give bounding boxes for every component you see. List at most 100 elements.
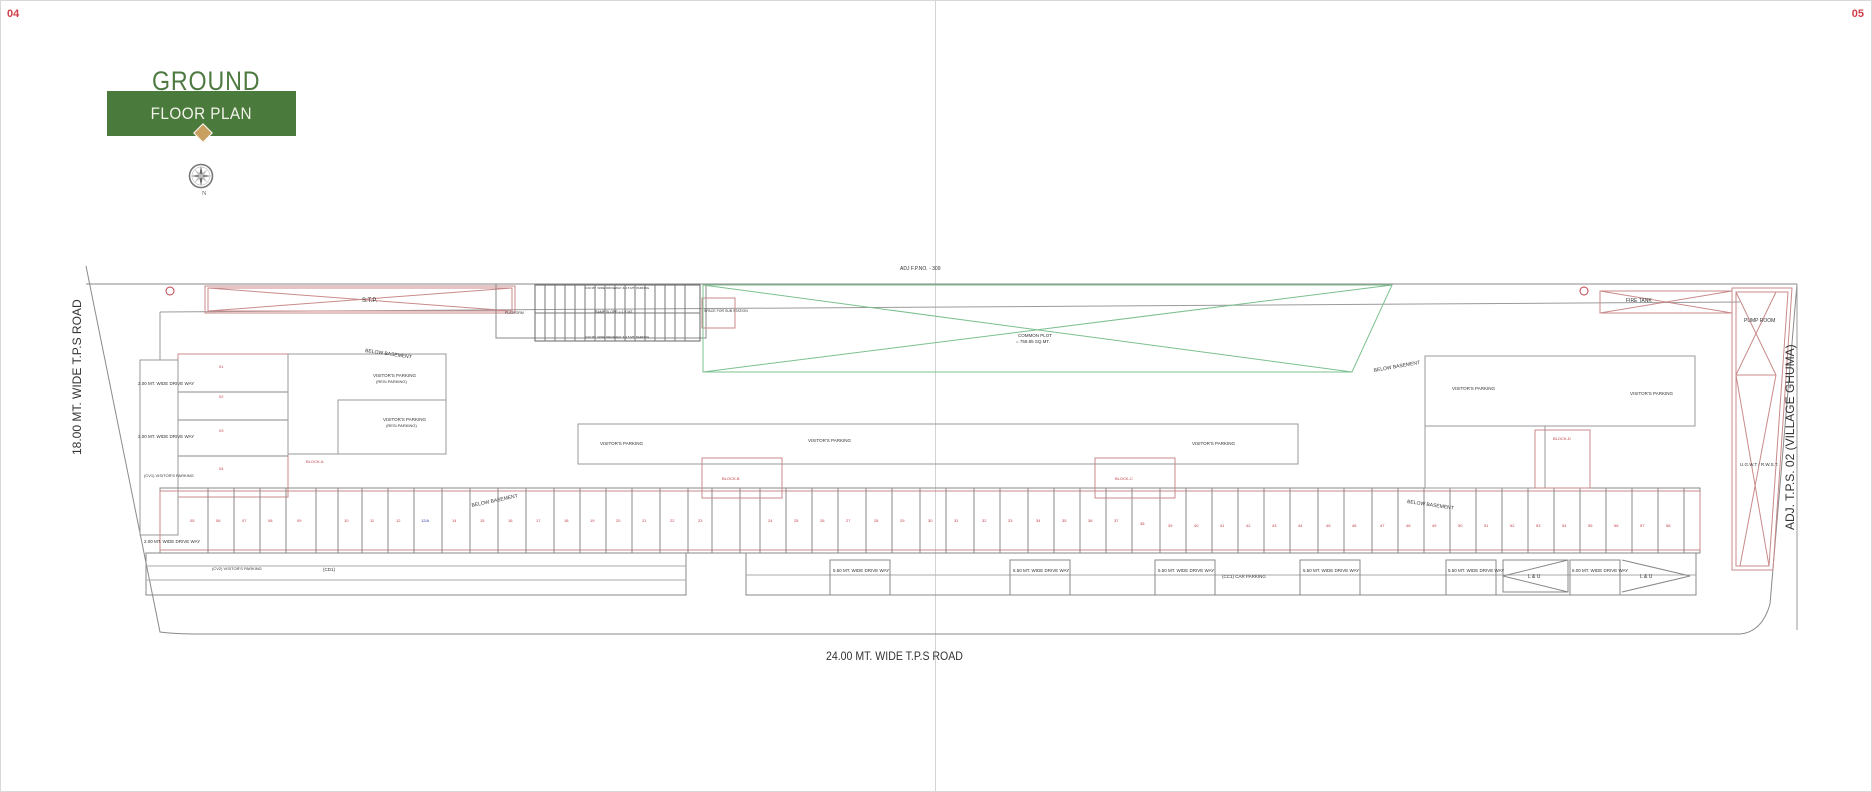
unit-01: 01 <box>219 364 224 369</box>
shop-33: 33 <box>1008 518 1013 523</box>
block-a-label: BLOCK-A <box>306 459 324 464</box>
cv2-visitors-label: (CV2) VISITOR'S PARKING <box>212 566 262 571</box>
shop-47: 47 <box>1380 523 1385 528</box>
visitors-parking-label-v9: VISITOR'S PARKING <box>1192 441 1235 446</box>
block-b-label: BLOCK-B <box>722 476 740 481</box>
common-plot-label: COMMON PLOT <box>1018 333 1052 338</box>
bottom-road-label: 24.00 MT. WIDE T.P.S ROAD <box>826 649 963 663</box>
l-and-u-label-2: L & U <box>1640 574 1653 580</box>
shop-32: 32 <box>982 518 987 523</box>
title-floor-plan: FLOOR PLAN <box>150 103 253 123</box>
visitors-parking-label-v3: VISITOR'S PARKING <box>383 417 426 422</box>
unit-03: 03 <box>219 428 224 433</box>
resi-parking-label-1: (RESI.PARKING) <box>376 379 407 384</box>
shop-30: 30 <box>928 518 933 523</box>
shop-12a: 12/A <box>421 518 430 523</box>
platform-label: PLATFORM <box>505 311 524 315</box>
shop-41: 41 <box>1220 523 1225 528</box>
shop-39: 39 <box>1168 523 1173 528</box>
shop-53: 53 <box>1536 523 1541 528</box>
shop-49: 49 <box>1432 523 1437 528</box>
shop-56: 56 <box>1614 523 1619 528</box>
car-parking-label: (CC1) CAR PARKING <box>1222 574 1266 579</box>
drive-way-label-2: 2.00 MT. WIDE DRIVE WAY <box>138 434 194 439</box>
shop-07: 07 <box>242 518 247 523</box>
shop-45: 45 <box>1326 523 1331 528</box>
block-c-label: BLOCK-C <box>1115 476 1133 481</box>
cv1-visitors-label: (CV1) VISITOR'S PARKING <box>144 473 194 478</box>
stp-label: S.T.P. <box>362 298 378 304</box>
shop-21: 21 <box>642 518 647 523</box>
drive-way-5-5-label-3: 5.50 MT. WIDE DRIVE WAY <box>1158 568 1214 573</box>
below-basement-label-3: BELOW BASEMENT <box>471 493 518 509</box>
ramp-slope-label: RAMP SLOPE = 1:7 MT. <box>595 310 633 314</box>
below-basement-label-1: BELOW BASEMENT <box>365 348 412 360</box>
shop-43: 43 <box>1272 523 1277 528</box>
drive-way-label-3: 2.00 MT. WIDE DRIVE WAY <box>144 539 200 544</box>
visitors-parking-label-v10: VISITOR'S PARKING <box>1452 386 1495 391</box>
shop-26: 26 <box>820 518 825 523</box>
ramp-top-label: 3.00 MT. WIDE DRIVEWAY & 3.5 MT. PARKING <box>585 286 650 290</box>
shop-35: 35 <box>1062 518 1067 523</box>
shop-10: 10 <box>344 518 349 523</box>
right-road-label: ADJ. T.P.S. 02 (VILLAGE GHUMA) <box>1783 344 1797 530</box>
common-plot-area: = 759.85 SQ.MT. <box>1016 339 1050 344</box>
shop-50: 50 <box>1458 523 1463 528</box>
ramp-bottom-label: 3.00 MT. WIDE DRIVEWAY & 3.5 MT. PARKING <box>585 335 650 339</box>
shop-19: 19 <box>590 518 595 523</box>
unit-02: 02 <box>219 394 224 399</box>
shop-18: 18 <box>564 518 569 523</box>
drive-way-6-label: 6.00 MT. WIDE DRIVE WAY <box>1572 568 1628 573</box>
shop-40: 40 <box>1194 523 1199 528</box>
drive-way-5-5-label-4: 5.50 MT. WIDE DRIVE WAY <box>1303 568 1359 573</box>
shop-44: 44 <box>1298 523 1303 528</box>
shop-48: 48 <box>1406 523 1411 528</box>
shop-09: 09 <box>297 518 302 523</box>
shop-25: 25 <box>794 518 799 523</box>
shop-54: 54 <box>1562 523 1567 528</box>
shop-20: 20 <box>616 518 621 523</box>
compass-n-label: N <box>202 191 207 197</box>
shop-28: 28 <box>874 518 879 523</box>
shop-24: 24 <box>768 518 773 523</box>
l-and-u-label-1: L & U <box>1528 574 1541 580</box>
shop-05: 05 <box>190 518 195 523</box>
resi-parking-label-2: (RESI.PARKING) <box>386 423 417 428</box>
shop-37: 37 <box>1114 518 1119 523</box>
shop-57: 57 <box>1640 523 1645 528</box>
page-spine-divider <box>935 0 936 792</box>
visitors-parking-label-v4: VISITOR'S PARKING <box>600 441 643 446</box>
shop-52: 52 <box>1510 523 1515 528</box>
shop-42: 42 <box>1246 523 1251 528</box>
drive-way-5-5-label-1: 5.50 MT. WIDE DRIVE WAY <box>833 568 889 573</box>
shop-29: 29 <box>900 518 905 523</box>
shop-number-labels: 05 06 07 08 09 10 11 12 12/A 14 15 16 17… <box>190 518 1671 528</box>
shop-15: 15 <box>480 518 485 523</box>
shop-16: 16 <box>508 518 513 523</box>
shop-17: 17 <box>536 518 541 523</box>
below-basement-label-4: BELOW BASEMENT <box>1407 499 1454 511</box>
cd1-label: (CD1) <box>323 567 336 572</box>
left-page-number: 04 <box>7 8 20 20</box>
shop-27: 27 <box>846 518 851 523</box>
below-basement-label-2: BELOW BASEMENT <box>1373 360 1420 374</box>
compass-north-icon <box>188 163 214 189</box>
ugwt-label: U.G.W.T / R.W.S.T. <box>1740 462 1778 467</box>
shop-51: 51 <box>1484 523 1489 528</box>
shop-38: 38 <box>1140 521 1145 526</box>
shop-06: 06 <box>216 518 221 523</box>
shop-34: 34 <box>1036 518 1041 523</box>
visitors-parking-label-v6: VISITOR'S PARKING <box>808 438 851 443</box>
shop-22: 22 <box>670 518 675 523</box>
block-d-label: BLOCK-D <box>1553 436 1571 441</box>
drive-way-label-1: 2.00 MT. WIDE DRIVE WAY <box>138 381 194 386</box>
shop-58: 58 <box>1666 523 1671 528</box>
visitors-parking-label-v2: VISITOR'S PARKING <box>373 373 416 378</box>
pump-room-label: PUMP ROOM <box>1744 318 1775 324</box>
shop-55: 55 <box>1588 523 1593 528</box>
shop-14: 14 <box>452 518 457 523</box>
top-adjacent-plot-label: ADJ F.P.NO. - 309 <box>900 266 941 272</box>
substation-label: SPACE FOR SUB STATION <box>704 309 748 313</box>
drive-way-5-5-label-2: 5.50 MT. WIDE DRIVE WAY <box>1013 568 1069 573</box>
